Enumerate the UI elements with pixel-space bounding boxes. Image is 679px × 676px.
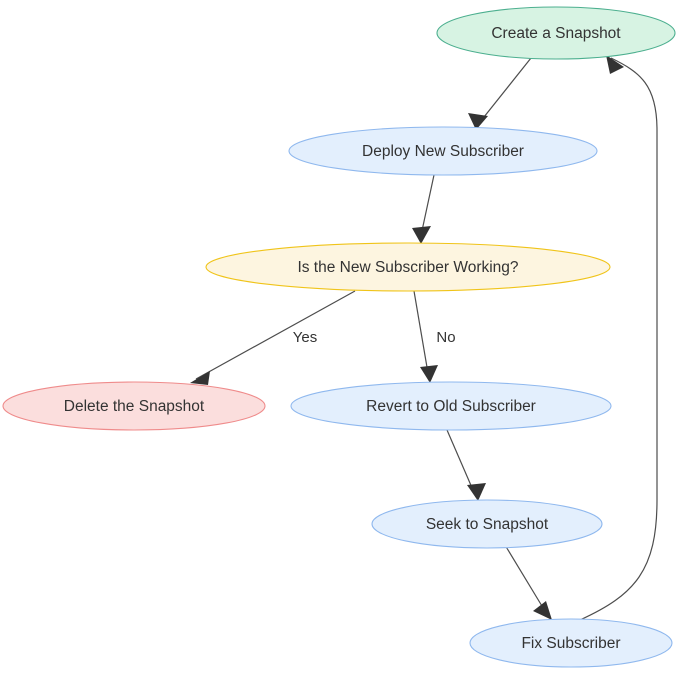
- edge-decision-to-revert: No: [413, 290, 456, 383]
- node-is-new-subscriber-working[interactable]: Is the New Subscriber Working?: [205, 242, 611, 292]
- node-create-snapshot-label: Create a Snapshot: [491, 25, 621, 42]
- edge-fix-to-create: [579, 55, 658, 621]
- edge-create-to-deploy-line: [475, 57, 532, 128]
- edge-decision-to-delete: Yes: [190, 290, 356, 385]
- edge-create-to-deploy-arrowhead: [468, 113, 488, 130]
- node-deploy-new-subscriber[interactable]: Deploy New Subscriber: [288, 126, 598, 176]
- node-deploy-new-subscriber-label: Deploy New Subscriber: [362, 143, 524, 160]
- edge-deploy-to-decision: [412, 174, 435, 244]
- edge-decision-to-delete-line: [195, 290, 356, 380]
- node-fix-subscriber-label: Fix Subscriber: [521, 635, 620, 652]
- node-seek-to-snapshot[interactable]: Seek to Snapshot: [371, 499, 603, 549]
- edge-decision-to-delete-arrowhead: [190, 371, 210, 385]
- node-revert-old-subscriber[interactable]: Revert to Old Subscriber: [290, 381, 612, 431]
- node-is-new-subscriber-working-label: Is the New Subscriber Working?: [297, 259, 518, 276]
- node-revert-old-subscriber-shape[interactable]: [290, 381, 612, 431]
- edge-decision-to-revert-arrowhead: [420, 365, 438, 383]
- node-seek-to-snapshot-shape[interactable]: [371, 499, 603, 549]
- node-revert-old-subscriber-label: Revert to Old Subscriber: [366, 398, 536, 415]
- edge-revert-to-seek: [446, 429, 486, 501]
- edge-decision-to-revert-line: [413, 290, 430, 380]
- node-delete-snapshot-label: Delete the Snapshot: [64, 398, 205, 415]
- node-fix-subscriber-shape[interactable]: [469, 618, 673, 668]
- edge-create-to-deploy: [468, 57, 532, 130]
- nodes-layer: Create a Snapshot Deploy New Subscriber …: [2, 6, 676, 668]
- edge-label-no: No: [436, 329, 455, 346]
- edge-seek-to-fix-arrowhead: [533, 601, 552, 620]
- edges-layer: Yes No: [190, 55, 658, 621]
- edge-fix-to-create-arrowhead: [606, 55, 624, 74]
- node-create-snapshot-shape[interactable]: [436, 6, 676, 60]
- node-fix-subscriber[interactable]: Fix Subscriber: [469, 618, 673, 668]
- edge-revert-to-seek-arrowhead: [467, 483, 486, 501]
- node-delete-snapshot[interactable]: Delete the Snapshot: [2, 381, 266, 431]
- edge-seek-to-fix-line: [504, 544, 549, 617]
- node-delete-snapshot-shape[interactable]: [2, 381, 266, 431]
- node-is-new-subscriber-working-shape[interactable]: [205, 242, 611, 292]
- node-deploy-new-subscriber-shape[interactable]: [288, 126, 598, 176]
- edge-label-yes: Yes: [293, 329, 317, 346]
- edge-deploy-to-decision-arrowhead: [412, 226, 431, 244]
- node-create-snapshot[interactable]: Create a Snapshot: [436, 6, 676, 60]
- edge-fix-to-create-line: [579, 57, 658, 621]
- edge-seek-to-fix: [504, 544, 552, 620]
- node-seek-to-snapshot-label: Seek to Snapshot: [426, 516, 549, 533]
